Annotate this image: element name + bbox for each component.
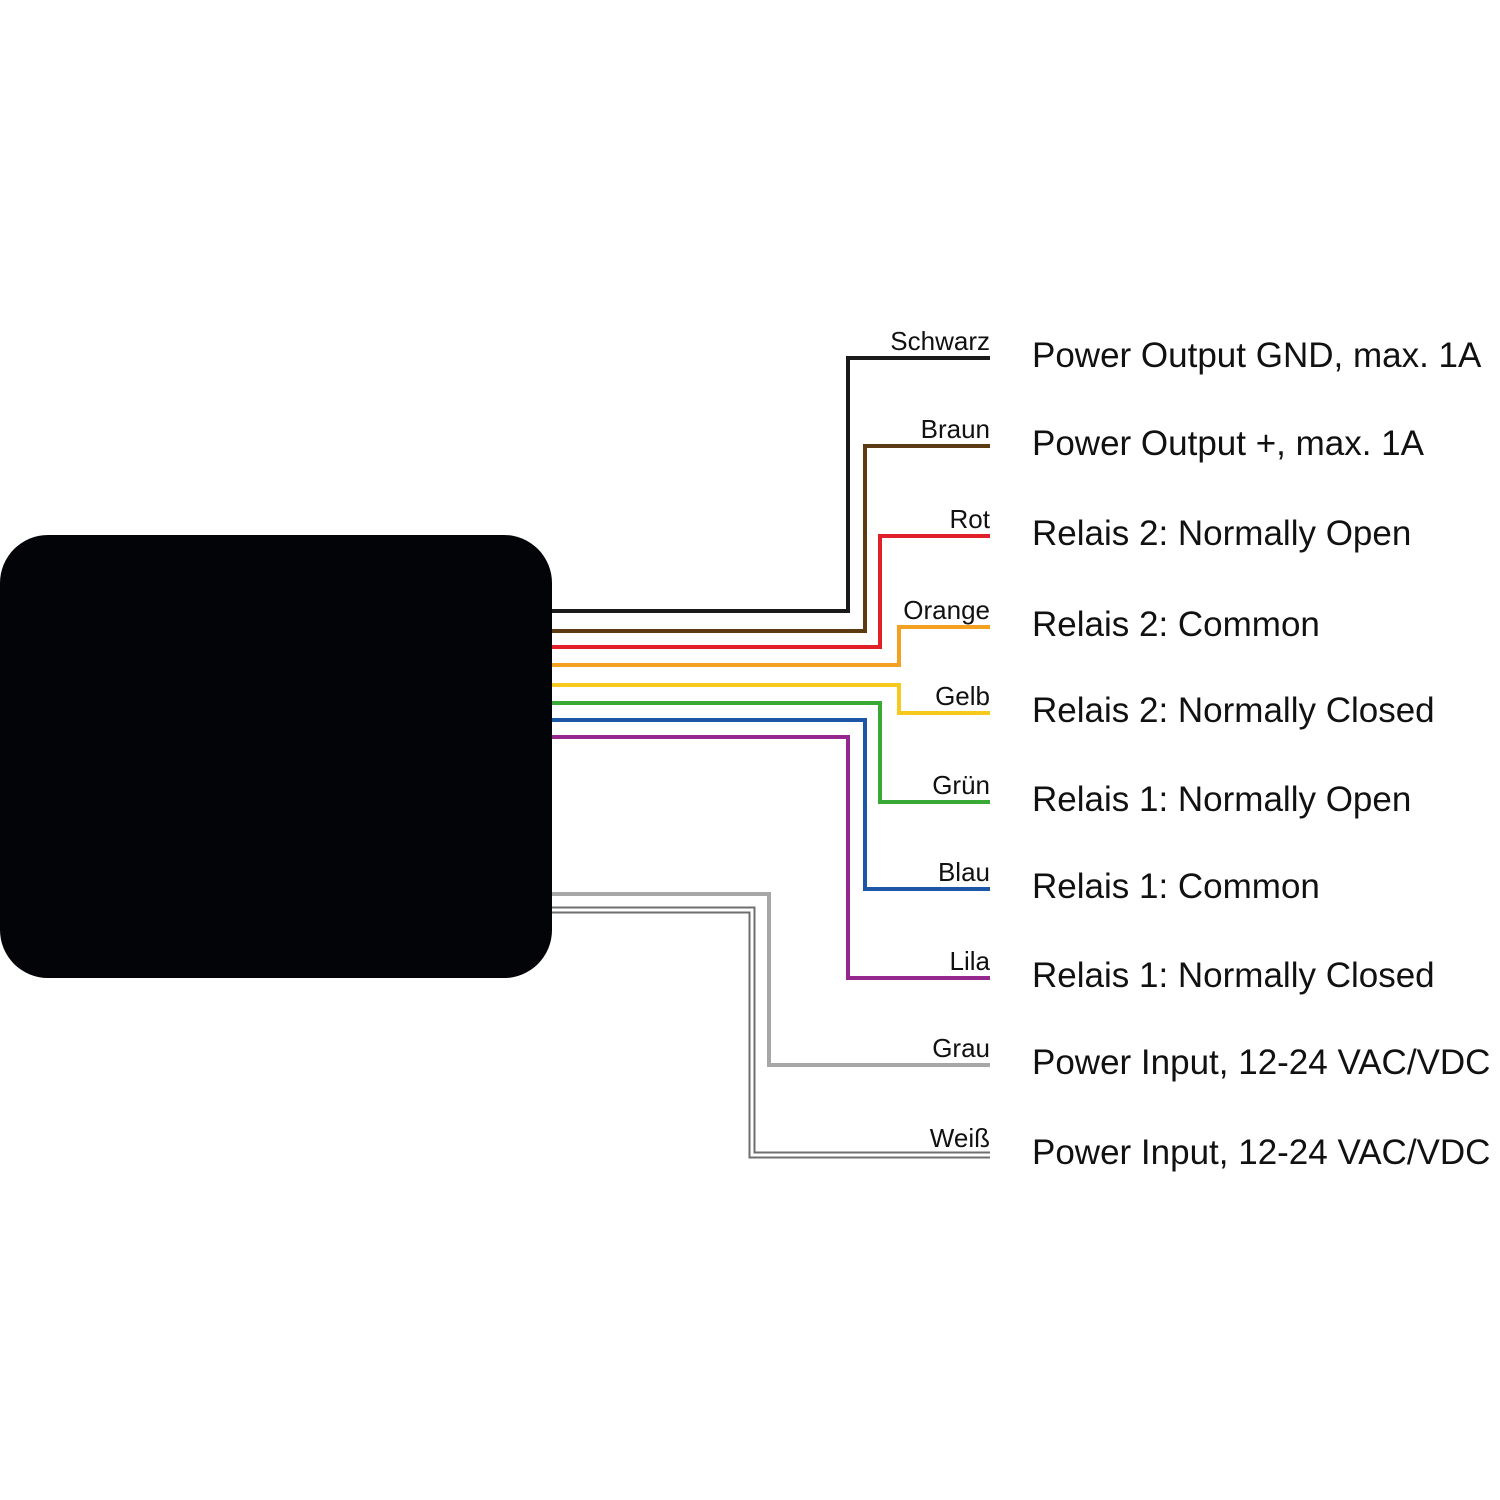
wire-function-label-grau: Power Input, 12-24 VAC/VDC	[1032, 1043, 1490, 1082]
wire-orange	[552, 625, 990, 667]
wire-color-label-gelb: Gelb	[935, 681, 990, 711]
wire-gruen	[552, 701, 990, 804]
wire-function-label-rot: Relais 2: Normally Open	[1032, 514, 1411, 553]
wire-color-label-orange: Orange	[903, 595, 990, 625]
wire-function-label-schwarz: Power Output GND, max. 1A	[1032, 336, 1482, 375]
wire-color-label-lila: Lila	[950, 946, 991, 976]
wire-color-label-grau: Grau	[932, 1033, 990, 1063]
wire-schwarz	[552, 356, 990, 613]
wire-lila	[552, 735, 990, 980]
wire-function-label-braun: Power Output +, max. 1A	[1032, 424, 1425, 463]
wire-braun	[552, 444, 990, 633]
device-box	[0, 535, 552, 978]
wire-blau	[552, 718, 990, 891]
wire-rot	[552, 534, 990, 649]
wire-color-label-blau: Blau	[938, 857, 990, 887]
wire-function-label-gelb: Relais 2: Normally Closed	[1032, 691, 1435, 730]
wire-color-label-braun: Braun	[921, 414, 990, 444]
wire-function-label-orange: Relais 2: Common	[1032, 605, 1320, 644]
wire-gelb	[552, 683, 990, 715]
wire-function-label-lila: Relais 1: Normally Closed	[1032, 956, 1435, 995]
wire-group	[552, 356, 990, 1159]
wire-weiss	[552, 908, 990, 1157]
wire-function-label-gruen: Relais 1: Normally Open	[1032, 780, 1411, 819]
wire-grau	[552, 892, 990, 1067]
wire-color-label-rot: Rot	[950, 504, 991, 534]
wire-function-label-weiss: Power Input, 12-24 VAC/VDC	[1032, 1133, 1490, 1172]
wire-color-label-gruen: Grün	[932, 770, 990, 800]
wire-color-label-weiss: Weiß	[930, 1123, 990, 1153]
wire-color-label-schwarz: Schwarz	[890, 326, 990, 356]
wire-function-label-blau: Relais 1: Common	[1032, 867, 1320, 906]
